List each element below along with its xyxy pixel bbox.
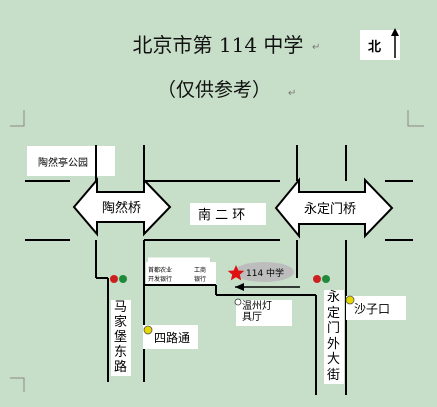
taoranting-park-box (27, 146, 115, 176)
wenzhou-marker-icon (234, 298, 242, 306)
yongdingmen-bridge-shape (274, 177, 394, 239)
yongdingmen-bridge-label: 永定门桥 (304, 202, 356, 217)
subtitle-paragraph-mark: ↵ (288, 88, 296, 99)
direction-arrow-icon (235, 283, 300, 291)
yellow-circle-icon (345, 295, 355, 305)
taoranting-park-label: 陶然亭公园 (38, 156, 88, 169)
south-second-ring-label: 南 二 环 (198, 207, 245, 223)
title-paragraph-mark: ↵ (312, 42, 320, 53)
school-label: 114 中学 (246, 267, 284, 279)
bank-label-line1: 首都农业 (148, 266, 172, 274)
south-second-ring-label-box (190, 203, 266, 225)
bank-label-line3: 开发银行 (148, 275, 172, 283)
page-corner-marks (10, 110, 424, 392)
majiapu-east-road-label: 马 家 堡 东 路 (114, 300, 128, 375)
yellow-circle-icon (143, 325, 153, 335)
yongdingmenwai-street-box (324, 290, 344, 384)
traffic-light-icon (313, 275, 330, 283)
shazikou-box (346, 296, 406, 320)
wenzhou-restaurant-label: 温州灯 具厅 (242, 301, 272, 323)
south-second-ring-road (25, 145, 413, 395)
red-star-icon (227, 265, 245, 281)
map-subtitle: （仅供参考） (157, 79, 271, 101)
north-label: 北 (368, 40, 381, 55)
silutong-label: 四路通 (154, 330, 190, 345)
taoran-bridge-shape (72, 177, 172, 237)
bank-info-box (146, 262, 216, 284)
bank-label-line2: 工商 (194, 266, 206, 274)
yongdingmenwai-street-label: 永 定 门 外 大 街 (327, 290, 341, 383)
wenzhou-restaurant-box (236, 300, 292, 326)
school-ellipse (234, 262, 294, 282)
bank-label-line4: 银行 (194, 275, 206, 283)
north-arrow-icon (360, 28, 400, 60)
shazikou-label: 沙子口 (354, 302, 390, 316)
taoran-bridge-label: 陶然桥 (102, 200, 141, 216)
map-title: 北京市第 114 中学 (133, 33, 304, 57)
traffic-light-icon (110, 275, 127, 283)
majiapu-road-box (111, 300, 131, 376)
